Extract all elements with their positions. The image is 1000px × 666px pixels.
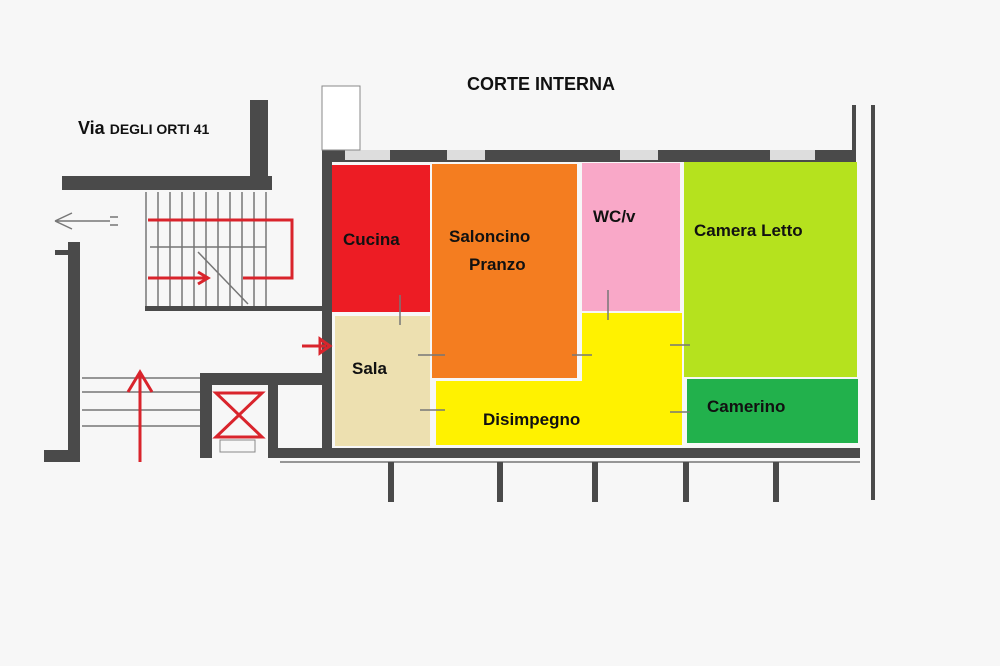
label-pranzo: Pranzo — [469, 255, 526, 274]
entrance-arrow — [302, 336, 333, 356]
walls — [44, 85, 875, 502]
red-arrows — [126, 218, 333, 462]
rooms — [332, 162, 858, 446]
room-disimpegno[interactable] — [436, 313, 682, 445]
room-cucina[interactable] — [332, 165, 430, 312]
stairs — [54, 192, 267, 427]
label-cucina: Cucina — [343, 230, 400, 249]
label-saloncino: Saloncino — [449, 227, 530, 246]
courtyard-title: CORTE INTERNA — [467, 74, 615, 94]
up-arrow — [126, 369, 154, 462]
label-sala: Sala — [352, 359, 388, 378]
label-camerino: Camerino — [707, 397, 785, 416]
label-camera-letto: Camera Letto — [694, 221, 803, 240]
room-sala[interactable] — [335, 316, 430, 446]
stair-path-arrow — [148, 218, 294, 286]
room-wc[interactable] — [582, 163, 680, 311]
room-camerino[interactable] — [687, 379, 858, 443]
room-saloncino-pranzo[interactable] — [432, 164, 577, 378]
label-wc: WC/v — [593, 207, 636, 226]
label-disimpegno: Disimpegno — [483, 410, 580, 429]
lift-cross-icon — [212, 391, 266, 439]
room-camera-letto[interactable] — [684, 162, 857, 377]
